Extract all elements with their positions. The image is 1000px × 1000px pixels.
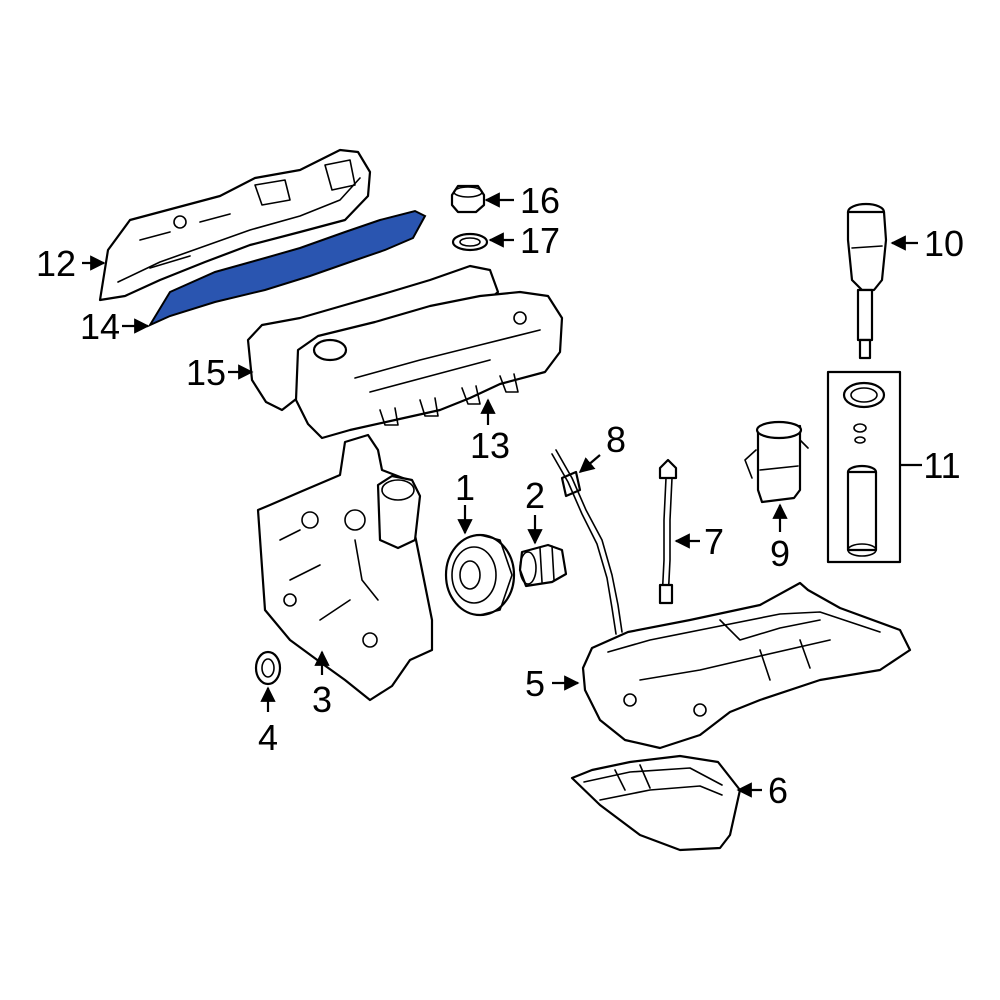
callout-13[interactable]: 13 <box>470 425 510 466</box>
callout-1[interactable]: 1 <box>455 467 475 508</box>
callout-15[interactable]: 15 <box>186 352 226 393</box>
part-6-oil-pan-lower[interactable] <box>570 754 742 852</box>
callout-14[interactable]: 14 <box>80 306 120 347</box>
part-12-engine-cover[interactable] <box>98 148 372 302</box>
part-4-seal[interactable] <box>254 650 282 686</box>
callout-12[interactable]: 12 <box>36 243 76 284</box>
leader-8 <box>578 454 601 473</box>
part-3-timing-cover[interactable] <box>256 433 434 702</box>
callout-2[interactable]: 2 <box>525 475 545 516</box>
callout-labels: 1 2 3 4 5 6 7 8 9 10 11 12 13 14 15 16 1… <box>36 180 964 811</box>
callout-17[interactable]: 17 <box>520 220 560 261</box>
part-2-filter[interactable] <box>518 543 568 588</box>
callout-8[interactable]: 8 <box>606 419 626 460</box>
callout-5[interactable]: 5 <box>525 663 545 704</box>
part-9-filter-housing[interactable] <box>744 420 809 504</box>
leader-lines <box>82 192 922 798</box>
part-1-pulley[interactable] <box>444 533 516 617</box>
callout-6[interactable]: 6 <box>768 770 788 811</box>
callout-9[interactable]: 9 <box>770 533 790 574</box>
gasket-14-highlight[interactable] <box>147 209 427 328</box>
part-13-cylinder-head-cover[interactable] <box>294 290 564 440</box>
callout-11[interactable]: 11 <box>923 445 960 486</box>
part-17-seal-ring[interactable] <box>451 232 489 252</box>
part-8-dipstick-tube[interactable] <box>551 449 623 635</box>
part-14-cover-gasket[interactable] <box>147 209 427 328</box>
part-7-dipstick[interactable] <box>658 458 678 605</box>
part-5-oil-pan-upper[interactable] <box>581 581 912 750</box>
callout-7[interactable]: 7 <box>704 521 724 562</box>
callout-10[interactable]: 10 <box>924 223 964 264</box>
part-11-filter-kit[interactable] <box>826 370 902 564</box>
callout-4[interactable]: 4 <box>258 717 278 758</box>
callout-3[interactable]: 3 <box>312 679 332 720</box>
part-10-filter-cap[interactable] <box>846 202 888 360</box>
callout-16[interactable]: 16 <box>520 180 560 221</box>
part-16-filler-cap[interactable] <box>450 184 486 214</box>
